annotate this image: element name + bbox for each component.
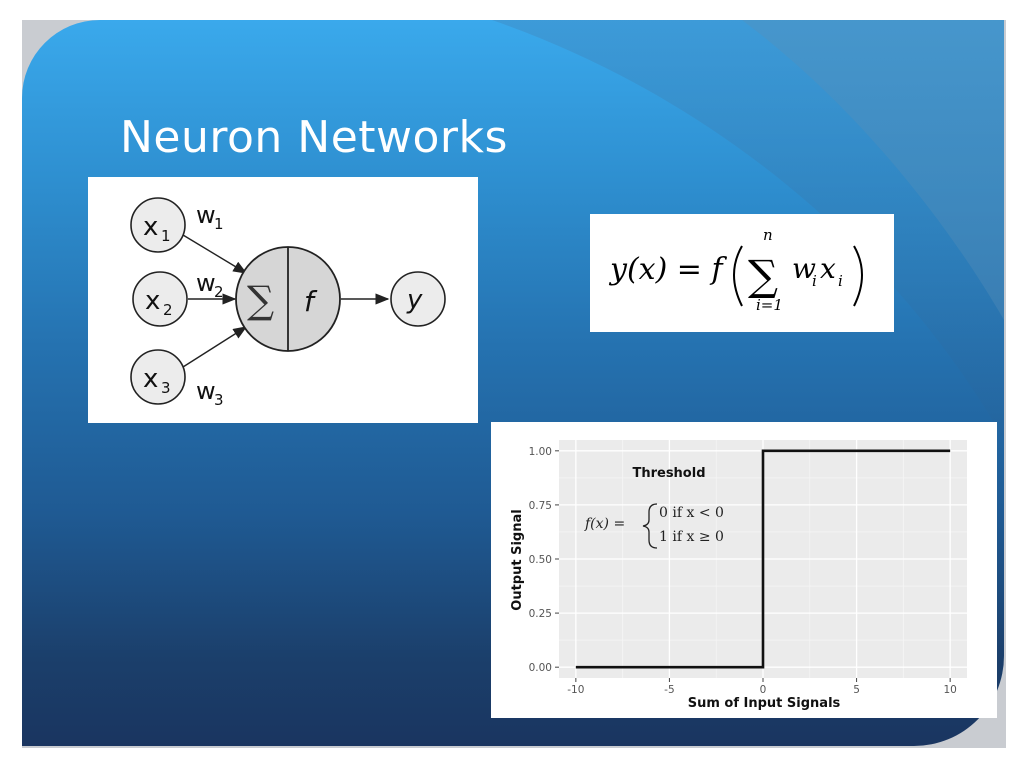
series-line (575, 449, 951, 669)
x-tick-label: 5 (853, 684, 860, 696)
slide-title: Neuron Networks (120, 112, 508, 163)
svg-text:i: i (838, 272, 843, 290)
formula-panel: y(x) = f ∑ n i=1 w i x i (590, 214, 894, 332)
left-paren (733, 245, 743, 307)
neuron-diagram-panel: x 1 x 2 x 3 w 1 w 2 w 3 ∑ (88, 177, 478, 423)
x-axis-label: Sum of Input Signals (688, 696, 841, 711)
annotation-case-1: 0 if x < 0 (659, 505, 724, 521)
neuron-body: ∑ f (235, 246, 341, 352)
x-tick-label: 0 (760, 684, 767, 696)
x-tick-label: 10 (943, 684, 956, 696)
y-tick-label: 0.50 (529, 554, 552, 566)
formula-term-x: x (820, 252, 836, 285)
svg-text:3: 3 (214, 391, 224, 409)
annotation-lhs: f(x) = (584, 516, 625, 532)
arrow-x1 (182, 234, 248, 274)
svg-text:w: w (196, 269, 216, 297)
svg-text:3: 3 (161, 379, 171, 397)
neuron-diagram: x 1 x 2 x 3 w 1 w 2 w 3 ∑ (130, 197, 446, 409)
threshold-annotation: f(x) = 0 if x < 0 1 if x ≥ 0 (584, 503, 724, 549)
formula: y(x) = f ∑ n i=1 w i x i (608, 226, 863, 314)
formula-upper-limit: n (763, 226, 773, 244)
svg-text:i: i (812, 272, 817, 290)
formula-lhs: y(x) = f (608, 252, 727, 287)
sum-symbol: ∑ (247, 278, 274, 322)
y-axis-label: Output Signal (510, 509, 525, 610)
svg-text:w: w (196, 201, 216, 229)
ticks: -10 -5 0 5 10 0.00 0.25 0.50 0.75 1.00 (529, 446, 957, 696)
background-swoosh (492, 20, 1004, 440)
formula-term-w: w (792, 252, 816, 285)
svg-text:1: 1 (161, 227, 171, 245)
weight-label-1: w 1 (196, 201, 224, 233)
svg-text:1: 1 (214, 215, 224, 233)
weight-label-2: w 2 (196, 269, 224, 301)
weight-label-3: w 3 (196, 377, 224, 409)
svg-text:x: x (143, 212, 158, 242)
arrow-x3 (182, 326, 248, 368)
svg-text:2: 2 (163, 301, 173, 319)
formula-sum-symbol: ∑ (748, 251, 778, 300)
annotation-case-2: 1 if x ≥ 0 (659, 529, 724, 545)
svg-text:x: x (145, 286, 160, 316)
input-node-3: x 3 (130, 349, 186, 405)
input-node-2: x 2 (132, 271, 188, 327)
formula-lower-limit: i=1 (756, 296, 783, 314)
svg-text:2: 2 (214, 283, 224, 301)
y-tick-label: 0.75 (529, 500, 552, 512)
output-node: y (390, 271, 446, 327)
chart-title: Threshold (632, 466, 705, 481)
y-tick-label: 0.00 (529, 662, 552, 674)
x-tick-label: -5 (664, 684, 674, 696)
y-tick-label: 1.00 (529, 446, 552, 458)
annotation-brace (642, 503, 658, 549)
svg-text:x: x (143, 364, 158, 394)
svg-text:w: w (196, 377, 216, 405)
x-tick-label: -10 (567, 684, 584, 696)
input-node-1: x 1 (130, 197, 186, 253)
series (575, 449, 951, 669)
right-paren (853, 245, 863, 307)
svg-text:y: y (406, 285, 423, 315)
y-tick-label: 0.25 (529, 608, 552, 620)
